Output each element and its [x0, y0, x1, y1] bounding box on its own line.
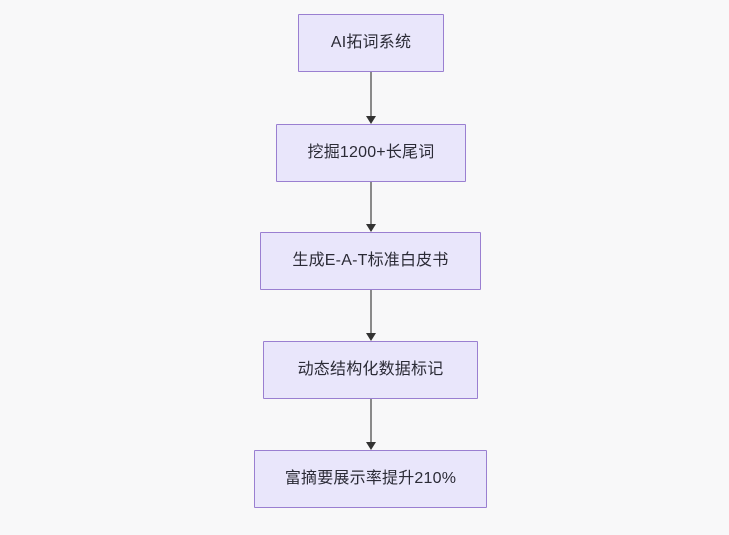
edge-n4-n5: [361, 399, 381, 450]
edge-n3-n4: [361, 290, 381, 341]
node-label: 富摘要展示率提升210%: [284, 470, 457, 488]
edge-arrow-icon: [366, 290, 376, 341]
node-label: AI拓词系统: [330, 34, 412, 52]
edge-arrow-icon: [366, 182, 376, 232]
flowchart-node-ai-keyword-system[interactable]: AI拓词系统: [298, 14, 444, 72]
flowchart-node-dynamic-structured-data-markup[interactable]: 动态结构化数据标记: [263, 341, 478, 399]
edge-n2-n3: [361, 182, 381, 232]
flowchart-node-mine-longtail-keywords[interactable]: 挖掘1200+长尾词: [276, 124, 466, 182]
edge-arrow-icon: [366, 72, 376, 124]
node-label: 挖掘1200+长尾词: [307, 144, 435, 162]
node-label: 动态结构化数据标记: [297, 361, 444, 379]
node-label: 生成E-A-T标准白皮书: [292, 252, 449, 270]
flowchart-node-rich-snippet-rate-increase[interactable]: 富摘要展示率提升210%: [254, 450, 487, 508]
edge-arrow-icon: [366, 399, 376, 450]
flowchart-node-generate-eat-whitepaper[interactable]: 生成E-A-T标准白皮书: [260, 232, 481, 290]
edge-n1-n2: [361, 72, 381, 124]
